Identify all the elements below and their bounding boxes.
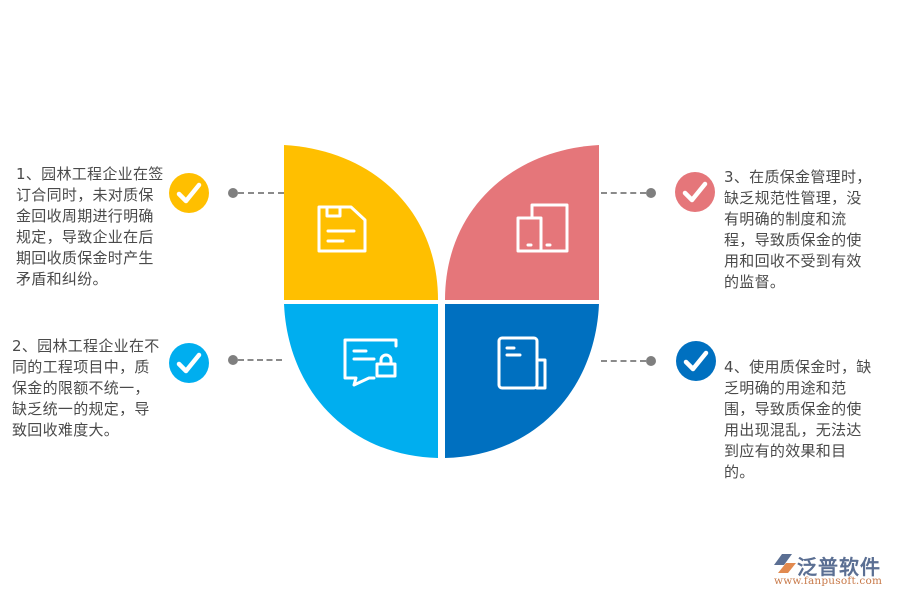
floppy-disk-icon [317, 205, 367, 253]
connector-dot [228, 188, 238, 198]
connector-dash [601, 360, 646, 362]
connector-dot [646, 356, 656, 366]
check-circle-icon [169, 343, 209, 383]
check-circle-icon [676, 341, 716, 381]
petal-pink [445, 145, 599, 300]
check-circle-icon [169, 173, 209, 213]
logo-brand: 泛普软件 [797, 555, 881, 579]
connector-dash [238, 359, 282, 361]
petal-yellow [284, 145, 438, 300]
connector-dash [601, 192, 646, 194]
chat-lock-icon [343, 338, 398, 387]
connector-4 [601, 356, 656, 366]
connector-dot [646, 188, 656, 198]
logo-url: www.fanpusoft.com [774, 575, 883, 587]
item-2-text: 2、园林工程企业在不同的工程项目中，质保金的限额不统一，缺乏统一的规定，导致回收… [12, 337, 160, 439]
item-1-text: 1、园林工程企业在签订合同时，未对质保金回收周期进行明确规定，导致企业在后期回收… [16, 165, 164, 288]
connector-dot [228, 355, 238, 365]
fanpusoft-logo: 泛普软件 www.fanpusoft.com [770, 551, 895, 591]
connector-dash [238, 192, 284, 194]
connector-1 [228, 188, 284, 198]
item-4-text: 4、使用质保金时，缺乏明确的用途和范围，导致质保金的使用出现混乱，无法达到应有的… [724, 358, 872, 481]
document-icon [497, 336, 547, 390]
check-circle-icon [675, 172, 715, 212]
logo-mark-icon [774, 554, 796, 573]
item-3-text: 3、在质保金管理时，缺乏规范性管理，没有明确的制度和流程，导致质保金的使用和回收… [724, 168, 872, 291]
devices-icon [516, 203, 569, 253]
connector-3 [601, 188, 656, 198]
petal-dark-blue [445, 304, 599, 458]
connector-2 [228, 355, 282, 365]
